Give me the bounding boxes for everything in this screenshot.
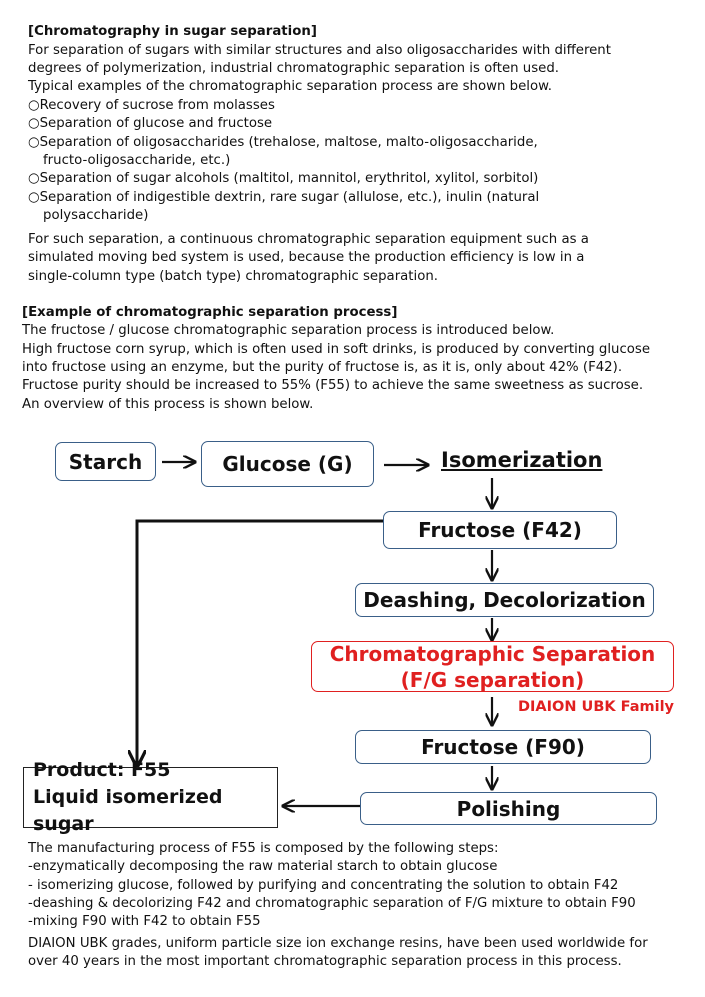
node-product-f55: Product: F55 Liquid isomerized sugar [23, 759, 278, 835]
intro-closing-line: For such separation, a continuous chroma… [28, 232, 589, 247]
bullet-item: ○Separation of sugar alcohols (maltitol,… [28, 171, 539, 186]
summary-line: -deashing & decolorizing F42 and chromat… [28, 896, 636, 911]
node-starch: Starch [55, 442, 156, 481]
example-line: An overview of this process is shown bel… [22, 397, 314, 412]
bullet-item-continuation: polysaccharide) [43, 208, 149, 223]
section-heading-chromatography: [Chromatography in sugar separation] [28, 24, 317, 39]
summary-line: The manufacturing process of F55 is comp… [28, 841, 499, 856]
product-subtitle: Liquid isomerized sugar [33, 786, 223, 835]
summary-line: -mixing F90 with F42 to obtain F55 [28, 914, 261, 929]
example-line: Fructose purity should be increased to 5… [22, 378, 644, 393]
fg-separation-subtitle: (F/G separation) [400, 667, 585, 692]
node-fructose-f42: Fructose (F42) [383, 511, 617, 549]
node-chromatographic-separation: Chromatographic Separation (F/G separati… [311, 641, 674, 692]
bullet-item: ○Separation of indigestible dextrin, rar… [28, 190, 540, 205]
bullet-item: ○Separation of glucose and fructose [28, 116, 273, 131]
diaion-ubk-family-label: DIAION UBK Family [518, 699, 675, 715]
node-glucose: Glucose (G) [201, 441, 374, 487]
intro-line: degrees of polymerization, industrial ch… [28, 61, 559, 76]
product-title: Product: F55 [33, 759, 171, 781]
node-isomerization: Isomerization [441, 448, 603, 472]
example-line: High fructose corn syrup, which is often… [22, 342, 650, 357]
summary-closing-line: DIAION UBK grades, uniform particle size… [28, 936, 648, 951]
node-deashing-decolorization: Deashing, Decolorization [355, 583, 654, 617]
arrow-f42-bypass-to-product [137, 519, 383, 766]
intro-closing-line: single-column type (batch type) chromato… [28, 269, 439, 284]
intro-line: Typical examples of the chromatographic … [28, 79, 552, 94]
node-polishing: Polishing [360, 792, 657, 825]
intro-closing-line: simulated moving bed system is used, bec… [28, 250, 585, 265]
summary-line: - isomerizing glucose, followed by purif… [28, 878, 619, 893]
node-fructose-f90: Fructose (F90) [355, 730, 651, 764]
intro-line: For separation of sugars with similar st… [28, 43, 611, 58]
summary-line: -enzymatically decomposing the raw mater… [28, 859, 498, 874]
section-heading-example: [Example of chromatographic separation p… [22, 305, 398, 320]
example-line: The fructose / glucose chromatographic s… [22, 323, 555, 338]
chromatographic-separation-title: Chromatographic Separation [329, 641, 656, 666]
example-line: into fructose using an enzyme, but the p… [22, 360, 623, 375]
bullet-item: ○Recovery of sucrose from molasses [28, 98, 275, 113]
bullet-item-continuation: fructo-oligosaccharide, etc.) [43, 153, 231, 168]
bullet-item: ○Separation of oligosaccharides (trehalo… [28, 135, 538, 150]
summary-closing-line: over 40 years in the most important chro… [28, 954, 622, 969]
